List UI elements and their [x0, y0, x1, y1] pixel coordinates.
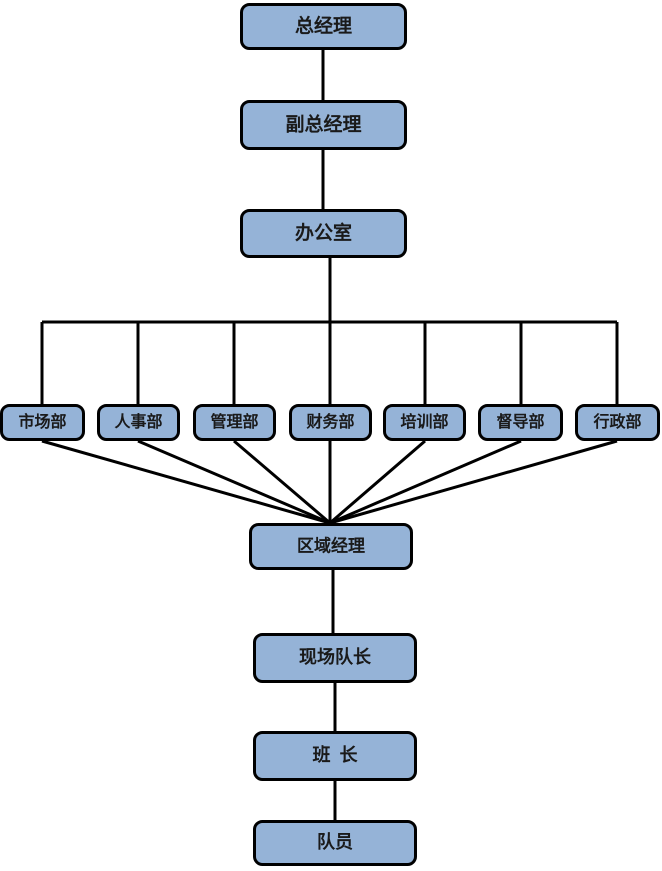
connector-human-resources-to-regional: [137, 439, 331, 525]
node-label-management-department: 管理部: [210, 412, 258, 431]
node-label-supervision-department: 督导部: [496, 412, 544, 431]
node-training-department[interactable]: 培训部: [383, 404, 466, 441]
node-box-management-department[interactable]: [193, 404, 276, 441]
node-finance-department[interactable]: 财务部: [289, 404, 372, 441]
node-label-training-department: 培训部: [400, 412, 448, 431]
node-box-team-member[interactable]: [253, 820, 417, 866]
node-label-administration-department: 行政部: [592, 412, 641, 431]
node-deputy-general-manager[interactable]: 副总经理: [240, 100, 407, 150]
node-label-regional-manager: 区域经理: [297, 535, 365, 555]
node-supervision-department[interactable]: 督导部: [478, 404, 563, 441]
node-box-finance-department[interactable]: [289, 404, 372, 441]
node-label-team-leader: 班 长: [313, 745, 359, 765]
node-box-team-leader[interactable]: [253, 731, 417, 781]
node-box-training-department[interactable]: [383, 404, 466, 441]
node-label-general-manager: 总经理: [295, 14, 352, 37]
connector-marketing-to-regional: [41, 439, 331, 525]
node-box-deputy-general-manager[interactable]: [240, 100, 407, 150]
node-box-office[interactable]: [240, 209, 407, 258]
node-box-general-manager[interactable]: [240, 3, 407, 50]
node-label-finance-department: 财务部: [305, 412, 354, 431]
connector-training-to-regional: [329, 439, 426, 525]
node-human-resources-department[interactable]: 人事部: [97, 404, 180, 441]
node-label-marketing-department: 市场部: [18, 412, 66, 431]
node-team-leader[interactable]: 班 长: [253, 731, 417, 781]
node-label-site-captain: 现场队长: [299, 646, 372, 667]
node-administration-department[interactable]: 行政部: [575, 404, 660, 441]
node-box-human-resources-department[interactable]: [97, 404, 180, 441]
node-box-administration-department[interactable]: [575, 404, 660, 441]
connector-supervision-to-regional: [329, 439, 522, 525]
node-box-supervision-department[interactable]: [478, 404, 563, 441]
node-general-manager[interactable]: 总经理: [240, 3, 407, 50]
connector-management-to-regional: [233, 439, 331, 525]
node-box-regional-manager[interactable]: [249, 523, 413, 570]
node-site-captain[interactable]: 现场队长: [253, 633, 417, 683]
node-label-office: 办公室: [295, 221, 352, 244]
node-box-marketing-department[interactable]: [0, 404, 85, 441]
node-team-member[interactable]: 队员: [253, 820, 417, 866]
node-regional-manager[interactable]: 区域经理: [249, 523, 413, 570]
node-label-human-resources-department: 人事部: [114, 412, 162, 431]
node-office[interactable]: 办公室: [240, 209, 407, 258]
node-box-site-captain[interactable]: [253, 633, 417, 683]
node-label-deputy-general-manager: 副总经理: [285, 112, 361, 135]
node-management-department[interactable]: 管理部: [193, 404, 276, 441]
connector-layer: [40, 50, 619, 820]
node-marketing-department[interactable]: 市场部: [0, 404, 85, 441]
connector-administration-to-regional: [329, 439, 618, 525]
node-label-team-member: 队员: [317, 831, 353, 852]
